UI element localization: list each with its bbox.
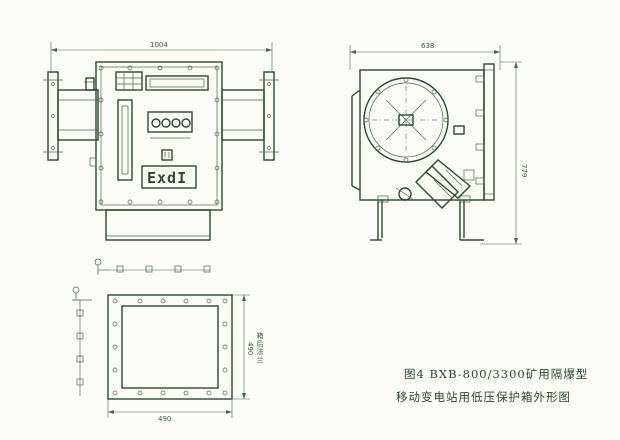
side-gland xyxy=(453,125,465,135)
rear-flange-bolts xyxy=(112,298,228,396)
knob-icon xyxy=(161,118,171,128)
left-hole-markers xyxy=(76,309,84,386)
control-knobs xyxy=(147,111,193,133)
dim-side-height: 779 xyxy=(520,164,528,177)
dim-side-width: 638 xyxy=(421,42,434,50)
display-window xyxy=(145,75,209,91)
gland-side xyxy=(89,157,97,167)
caption-line-1: 图4 BXB-800/3300矿用隔爆型 xyxy=(404,367,589,381)
datum-mark-left xyxy=(72,286,80,294)
dim-rear-width: 490 xyxy=(158,415,171,423)
front-view: 1004 xyxy=(43,41,279,241)
side-body xyxy=(359,69,485,201)
knob-icon xyxy=(151,118,161,128)
side-view: 638 779 xyxy=(349,42,528,245)
rear-flange-outer xyxy=(107,294,233,400)
round-cover-bolts xyxy=(363,77,449,163)
front-skirt xyxy=(105,209,211,241)
indicator-window xyxy=(117,99,133,181)
keypad-panel xyxy=(115,71,143,91)
rear-view-note: 箱后法兰 xyxy=(256,332,264,364)
caption-line-2: 移动变电站用低压保护箱外形图 xyxy=(396,390,571,404)
dim-front-width: 1004 xyxy=(150,41,168,49)
top-hole-markers xyxy=(116,265,211,273)
cover-label xyxy=(398,114,414,126)
gland-nut xyxy=(398,187,412,201)
nameplate-text: ExdI xyxy=(147,169,187,187)
cover-bolts xyxy=(98,65,220,205)
rear-flange-opening xyxy=(121,305,219,389)
cable-entry xyxy=(395,159,475,209)
datum-mark-top xyxy=(94,258,102,266)
knob-icon xyxy=(171,118,181,128)
nameplate-frame xyxy=(141,165,197,189)
dim-rear-height: 490 xyxy=(246,342,254,355)
left-flange xyxy=(43,71,99,161)
gland-left xyxy=(85,77,95,91)
side-flange xyxy=(483,63,495,201)
keypad-grid xyxy=(116,72,142,90)
arrow-right xyxy=(266,48,272,52)
ex-badge xyxy=(161,149,173,161)
right-flange xyxy=(221,71,279,161)
rear-view: 490 490 xyxy=(72,258,254,423)
knob-icon xyxy=(181,118,191,128)
arrow-left xyxy=(51,48,57,52)
